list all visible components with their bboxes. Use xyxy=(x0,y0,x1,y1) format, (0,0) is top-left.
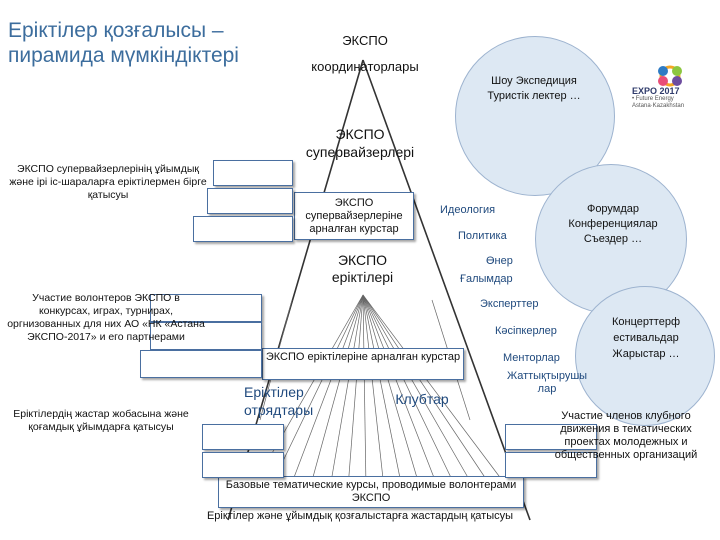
expo-logo: EXPO 2017 • Future Energy Astana·Kazakhs… xyxy=(628,60,712,110)
logo-subtitle-1: • Future Energy xyxy=(632,96,674,102)
base-courses-text: Базовые тематические курсы, проводимые в… xyxy=(225,479,517,504)
squads-label: Еріктілер отрядтары xyxy=(244,384,314,418)
right-note: Участие членов клубного движения в темат… xyxy=(554,410,698,461)
supervisor-courses-box: ЭКСПО супервайзерлеріне арналған курстар xyxy=(294,192,414,240)
right-box-2 xyxy=(505,452,597,478)
circle-forums-text: Форумдар Конференциялар Съездер … xyxy=(568,203,658,245)
right-list-item: Идеология xyxy=(440,204,496,216)
logo-petal-blue xyxy=(658,66,668,76)
supervisors-label: ЭКСПО супервайзерлері xyxy=(285,125,435,161)
bottom-caption: Еріктілер және ұйымдық қозғалыстарға жас… xyxy=(206,510,514,522)
circle-concerts xyxy=(575,286,715,426)
right-list-item: Жаттықтырушы лар xyxy=(506,370,588,395)
left-box-2 xyxy=(207,188,293,214)
apex-line1: ЭКСПО xyxy=(342,33,388,48)
page-title: Еріктілер қозғалысы –пирамида мүмкіндікт… xyxy=(8,19,239,67)
contest-note: Участие волонтеров ЭКСПО в конкурсах, иг… xyxy=(7,292,205,343)
logo-petal-purple xyxy=(672,76,682,86)
circle-show-text: Шоу Экспедиция Туристік лектер … xyxy=(487,75,581,102)
right-list-item: Менторлар xyxy=(503,352,560,364)
left-box-6 xyxy=(140,350,262,378)
supervisors-note: ЭКСПО супервайзерлерінің ұйымдық және ір… xyxy=(9,163,207,201)
volunteers-label: ЭКСПО еріктілері xyxy=(300,252,425,286)
logo-text: EXPO 2017 xyxy=(632,86,680,96)
left-box-4 xyxy=(150,294,262,322)
logo-ring-orange xyxy=(659,65,681,87)
supervisor-courses-text: ЭКСПО супервайзерлеріне арналған курстар xyxy=(305,197,403,235)
pyramid-right-edge xyxy=(362,59,531,521)
expo-logo-icon xyxy=(658,65,682,87)
right-list-item: Өнер xyxy=(486,255,513,267)
right-list-item: Эксперттер xyxy=(480,298,539,310)
base-courses-box: Базовые тематические курсы, проводимые в… xyxy=(218,476,524,508)
right-box-1 xyxy=(505,424,597,450)
logo-subtitle-2: Astana·Kazakhstan xyxy=(632,103,685,109)
volunteers-line2: еріктілері xyxy=(331,269,394,285)
left-box-3 xyxy=(193,216,293,242)
apex-label: ЭКСПО координаторлары xyxy=(300,33,430,75)
left-box-8 xyxy=(202,452,284,478)
circle-concerts-text: Концерттерф естивальдар Жарыстар … xyxy=(611,316,680,360)
volunteer-courses-text: ЭКСПО еріктілеріне арналған курстар xyxy=(265,351,461,363)
apex-line2: координаторлары xyxy=(311,59,419,74)
left-box-1 xyxy=(213,160,293,186)
logo-petal-pink xyxy=(658,76,668,86)
left-box-5 xyxy=(150,322,262,350)
right-list-item: Политика xyxy=(458,230,507,242)
supervisors-line1: ЭКСПО xyxy=(335,126,385,142)
volunteers-line1: ЭКСПО xyxy=(337,252,388,268)
youth-note: Еріктілердің жастар жобасына және қоғамд… xyxy=(13,408,189,433)
left-box-7 xyxy=(202,424,284,450)
logo-petal-green xyxy=(672,66,682,76)
clubs-label: Клубтар xyxy=(395,391,449,407)
volunteer-courses-box: ЭКСПО еріктілеріне арналған курстар xyxy=(262,348,464,380)
right-list-item: Ғалымдар xyxy=(460,273,513,285)
supervisors-line2: супервайзерлері xyxy=(305,144,415,160)
right-list-item: Кәсіпкерлер xyxy=(495,325,557,337)
